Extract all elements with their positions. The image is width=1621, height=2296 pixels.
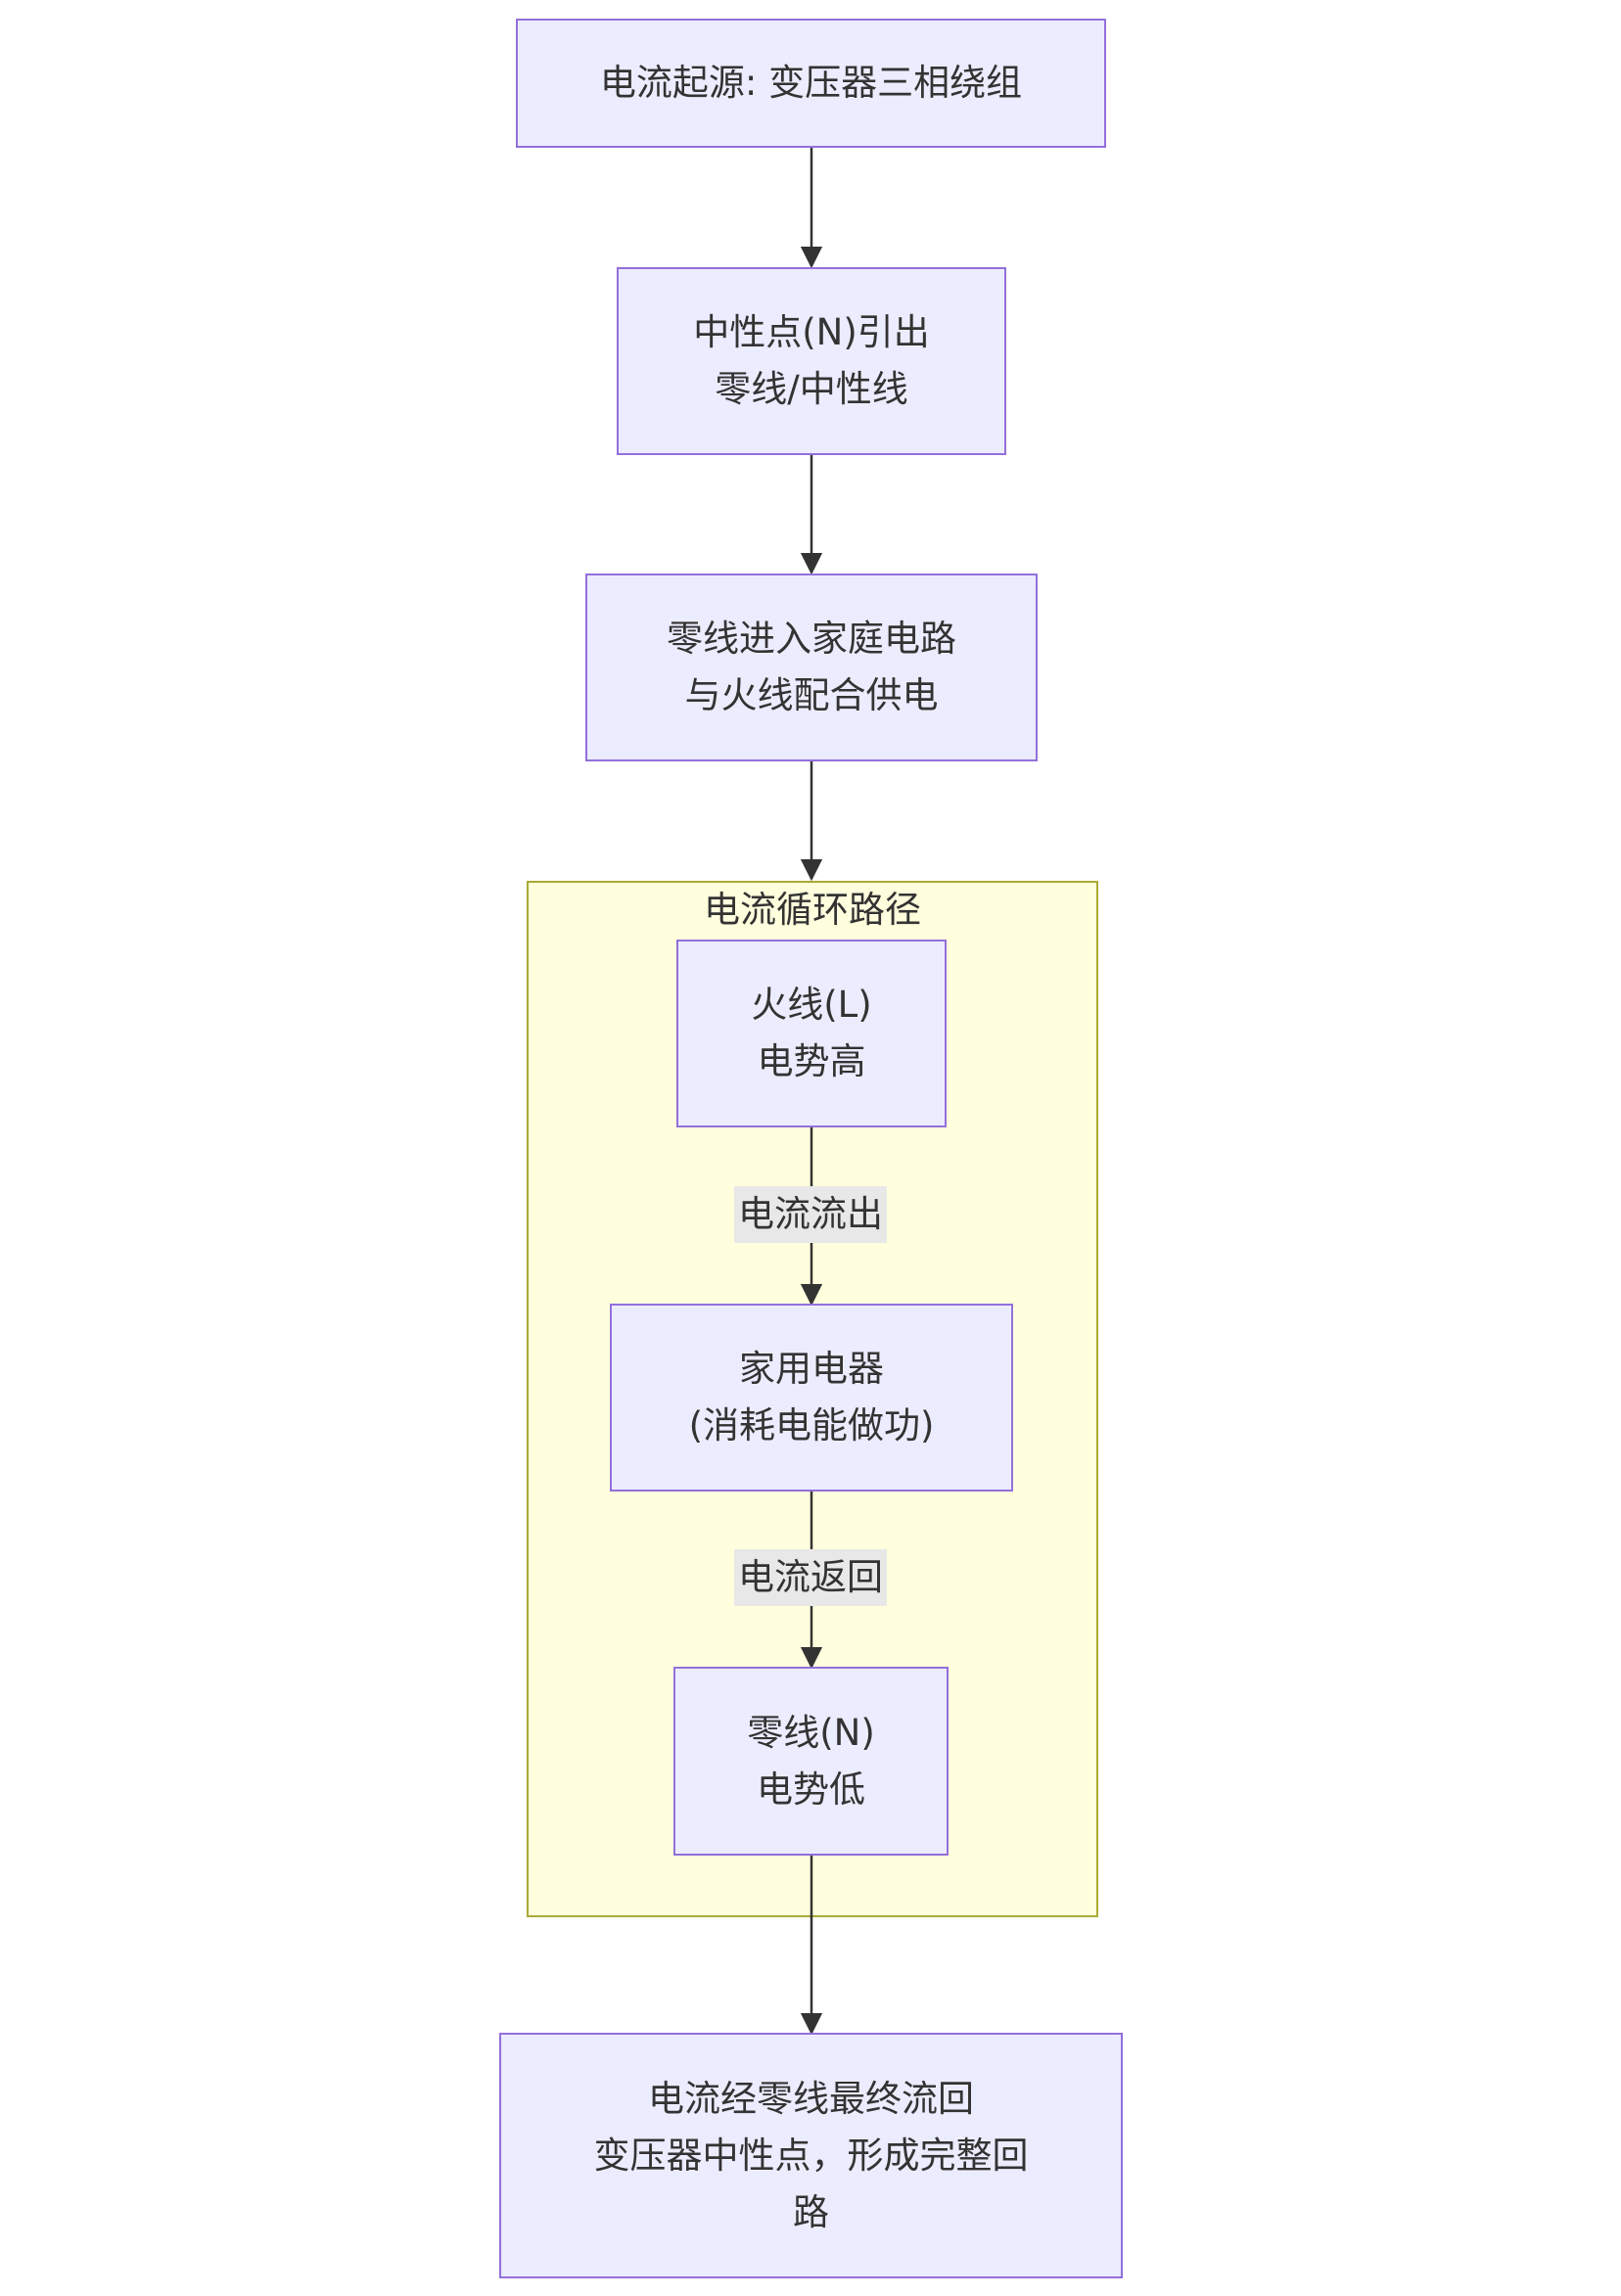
node-neutral-wire-line-1: 零线(N)	[747, 1711, 875, 1754]
cluster-title: 电流循环路径	[704, 889, 921, 931]
node-live-wire: 火线(L) 电势高	[676, 940, 947, 1127]
node-neutral-enters-home-line-2: 与火线配合供电	[684, 674, 939, 716]
node-neutral-wire: 零线(N) 电势低	[673, 1667, 949, 1856]
node-current-returns: 电流经零线最终流回 变压器中性点，形成完整回 路	[499, 2033, 1123, 2278]
node-household-appliance-line-1: 家用电器	[739, 1348, 884, 1390]
node-live-wire-line-1: 火线(L)	[751, 984, 872, 1026]
edge-label-outflow: 电流流出	[734, 1186, 887, 1243]
node-neutral-enters-home-line-1: 零线进入家庭电路	[667, 618, 956, 660]
node-neutral-wire-line-2: 电势低	[757, 1768, 865, 1811]
node-neutral-point-line-2: 零线/中性线	[715, 368, 908, 410]
node-current-returns-line-3: 路	[793, 2190, 829, 2233]
node-household-appliance-line-2: (消耗电能做功)	[688, 1404, 935, 1446]
node-neutral-point: 中性点(N)引出 零线/中性线	[617, 267, 1006, 455]
node-current-source-line-1: 电流起源: 变压器三相绕组	[599, 62, 1023, 104]
node-current-source: 电流起源: 变压器三相绕组	[516, 19, 1106, 148]
node-live-wire-line-2: 电势高	[757, 1040, 866, 1082]
node-neutral-point-line-1: 中性点(N)引出	[693, 311, 930, 353]
node-current-returns-line-1: 电流经零线最终流回	[648, 2077, 974, 2120]
node-household-appliance: 家用电器 (消耗电能做功)	[610, 1304, 1013, 1492]
edge-label-return: 电流返回	[734, 1549, 887, 1606]
node-current-returns-line-2: 变压器中性点，形成完整回	[593, 2134, 1029, 2177]
node-neutral-enters-home: 零线进入家庭电路 与火线配合供电	[585, 574, 1038, 761]
